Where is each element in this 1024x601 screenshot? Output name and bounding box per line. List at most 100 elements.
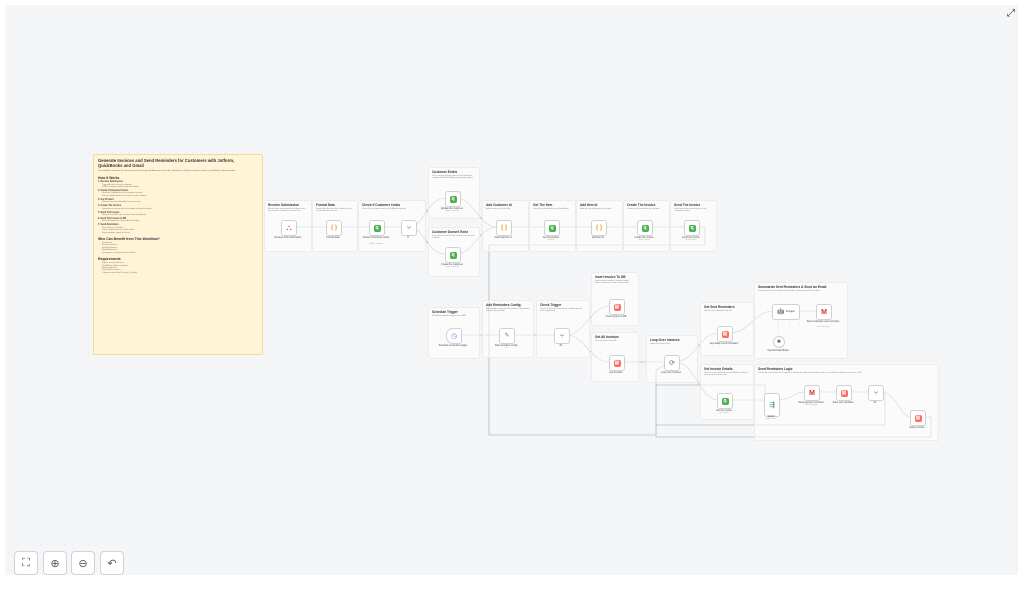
step-item: Collects customer, product and order det… xyxy=(102,186,139,188)
card-customer-not-exists[interactable]: Customer Doesn't Exist If the customer d… xyxy=(428,227,480,277)
node-get-sent-reminders[interactable]: ▦ xyxy=(717,326,733,342)
who-item: Freelancers xyxy=(102,242,112,245)
node-receive-form[interactable]: ⛬ xyxy=(281,220,297,236)
if-icon: ⑂ xyxy=(873,389,879,397)
node-label: Add item id xyxy=(592,236,604,239)
quickbooks-icon: q xyxy=(373,224,381,232)
node-get-invoices[interactable]: ▦ xyxy=(609,355,625,371)
how-it-works-heading: How It Works xyxy=(98,175,120,180)
card-desc: Formats the data from the Jotform to mat… xyxy=(316,208,353,213)
card-reminders-config[interactable]: Add Reminders Config Add reminder config… xyxy=(482,300,534,358)
node-delete-invoice[interactable]: ▦ xyxy=(910,410,926,426)
node-label: Receive form submission xyxy=(274,236,302,239)
step-item: Runs daily on a schedule xyxy=(102,226,124,229)
node-update-customer[interactable]: q xyxy=(445,191,461,207)
node-ai-agent[interactable]: 🤖 AI Agent xyxy=(772,304,800,320)
card-title: Get The Item xyxy=(533,203,553,207)
zoom-in-button[interactable]: ⊕ xyxy=(43,551,67,575)
card-desc: Summarizes the sent reminders and sends … xyxy=(758,290,820,292)
node-sublabel: get: item xyxy=(547,239,555,241)
step-item: Generates an invoice with the customer a… xyxy=(102,207,152,210)
node-switch[interactable]: ⇶ xyxy=(764,393,780,417)
node-check-customer[interactable]: q xyxy=(369,220,385,236)
workflow-canvas[interactable]: Generate Invoices and Send Reminders for… xyxy=(5,5,1018,575)
step-heading: 2. Check If Customer Exists xyxy=(98,189,129,192)
if-icon: ⑂ xyxy=(559,332,565,340)
quickbooks-icon: q xyxy=(688,224,696,232)
card-desc: Add reminder config with the number of d… xyxy=(486,308,530,313)
card-title: Check If Customer exists xyxy=(362,203,401,207)
node-save-sent-reminder[interactable]: ▦ xyxy=(836,385,852,401)
node-if[interactable]: ⑂ xyxy=(401,220,417,236)
card-title: Send The Invoice xyxy=(674,203,701,207)
fit-view-icon: ⛶ xyxy=(22,556,30,569)
step-item: Stores the invoice in a data table for t… xyxy=(102,220,140,223)
zoom-in-icon: ⊕ xyxy=(50,557,60,570)
code-icon: { } xyxy=(595,225,603,231)
node-insert-invoice-db[interactable]: ▦ xyxy=(609,299,625,315)
node-sublabel: getAll: customer xyxy=(369,243,383,245)
zoom-out-button[interactable]: ⊖ xyxy=(71,551,95,575)
who-item: Small Businesses xyxy=(102,246,117,249)
card-desc: Check if the customer exists in QuickBoo… xyxy=(362,208,406,210)
node-send-invoice[interactable]: q xyxy=(684,220,700,236)
node-sublabel: mode: Rules xyxy=(765,418,777,420)
card-desc: If the customer already exists we will u… xyxy=(432,175,473,180)
quickbooks-icon: q xyxy=(449,251,457,259)
card-title: Add Item Id xyxy=(580,203,598,207)
undo-button[interactable]: ↶ xyxy=(100,551,124,575)
node-add-customer-id[interactable]: { } xyxy=(496,220,512,236)
sticky-note[interactable]: Generate Invoices and Send Reminders for… xyxy=(93,154,263,355)
card-desc: Checks if the process should be run depe… xyxy=(540,308,583,313)
node-send-payment-reminder[interactable]: M xyxy=(804,385,820,401)
card-title: Receive Submission xyxy=(268,203,300,207)
node-sublabel: create: customer xyxy=(444,266,460,268)
node-label: Add reminders config xyxy=(494,344,518,347)
if-icon: ⑂ xyxy=(406,224,412,232)
card-title: Check Trigger xyxy=(540,303,562,307)
node-label: If2 xyxy=(873,401,877,404)
card-desc: Checks the current date and compares it … xyxy=(758,372,862,374)
expand-icon[interactable]: ⤢ xyxy=(1007,7,1015,19)
node-sublabel: send: invoice xyxy=(685,239,697,241)
who-item: E-commerce or Custom Product Sellers xyxy=(102,251,136,254)
card-desc: Receive form submission from Jotform whe… xyxy=(268,208,306,213)
card-title: Get Sent Reminders xyxy=(704,305,735,309)
node-loop-invoices[interactable]: ⟳ xyxy=(664,355,680,371)
node-create-invoice[interactable]: q xyxy=(637,220,653,236)
card-title: Customer Exists xyxy=(432,170,458,174)
node-label: Save sent reminder xyxy=(832,401,854,404)
gmail-icon: M xyxy=(821,308,827,316)
req-item: QuickBooks Online credentials xyxy=(102,264,128,267)
node-if1[interactable]: ⑂ xyxy=(554,328,570,344)
openai-icon: ✺ xyxy=(776,338,782,345)
jotform-icon: ⛬ xyxy=(286,223,292,232)
node-label: Send reminders sent summary xyxy=(806,320,840,323)
card-desc: Gets the invoice details from QuickBooks… xyxy=(704,372,749,377)
node-create-customer[interactable]: q xyxy=(445,247,461,263)
node-inline-label: AI Agent xyxy=(785,309,795,313)
node-schedule-trigger[interactable]: ◷ xyxy=(446,328,462,344)
who-heading: Who Can Benefit from This Workflow? xyxy=(98,237,160,242)
node-label: Send the invoice xyxy=(682,236,700,239)
card-title: Format Data xyxy=(316,203,335,207)
node-if2[interactable]: ⑂ xyxy=(868,385,884,401)
gmail-icon: M xyxy=(809,389,815,397)
card-desc: Adds customer id to the data xyxy=(486,208,511,210)
node-add-item-id[interactable]: { } xyxy=(591,220,607,236)
node-gmail-summary[interactable]: M xyxy=(816,304,832,320)
node-get-item[interactable]: q xyxy=(544,220,560,236)
fit-view-button[interactable]: ⛶ xyxy=(14,551,38,575)
node-format-data[interactable]: { } xyxy=(326,220,342,236)
card-summarize-reminders[interactable]: Summarize Sent Reminders & Send An Email… xyxy=(754,282,848,359)
card-reminders-logic[interactable]: Send Reminders Logic Checks the current … xyxy=(754,364,939,441)
node-label: Insert invoice to DB xyxy=(605,315,627,318)
node-label: Create the customer xyxy=(441,263,463,266)
card-title: Get All Invoices xyxy=(595,335,619,339)
datatable-icon: ▦ xyxy=(613,303,621,311)
card-get-invoice-details[interactable]: Get Invoice Details Gets the invoice det… xyxy=(700,364,754,420)
node-add-reminders-config[interactable]: ✎ xyxy=(499,328,515,344)
node-get-invoice[interactable]: q xyxy=(717,393,733,409)
node-openai-chat-model[interactable]: ✺ xyxy=(773,336,785,348)
card-desc: Gets the sent reminders from DB xyxy=(704,310,732,312)
